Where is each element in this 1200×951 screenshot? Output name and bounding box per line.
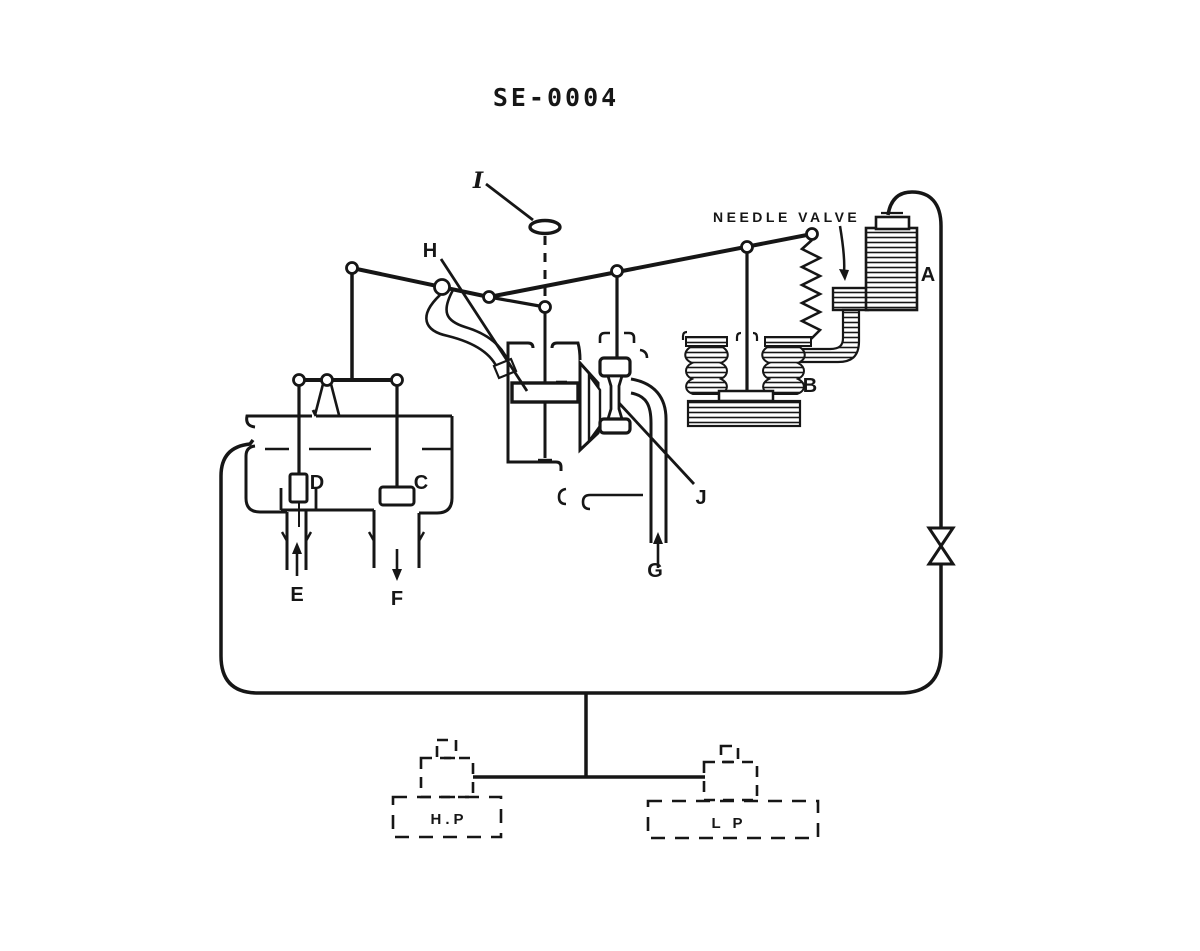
bellows-left (684, 345, 729, 395)
bellows-right (761, 345, 806, 395)
pilot-valve-body (506, 311, 668, 568)
restrictor-a (864, 211, 919, 312)
valve-chest (244, 378, 454, 581)
valve-c-disk (378, 485, 416, 507)
knob-icon (528, 218, 562, 236)
spool-valve (598, 356, 632, 435)
label-i: I (472, 168, 484, 194)
label-c: C (414, 472, 428, 494)
bellows-base (686, 399, 802, 428)
lever-linkage (350, 232, 813, 391)
lever-left (351, 266, 490, 299)
label-i-leader (485, 182, 534, 222)
flow-arrow-f (392, 549, 402, 581)
bellows-unit (681, 330, 812, 428)
lever-link (488, 295, 546, 309)
label-j: J (695, 487, 706, 509)
needle-valve-block (831, 286, 870, 312)
supply-distribution: H.P L P (391, 694, 820, 840)
hp-label: H.P (430, 811, 467, 828)
outlet-pipe-g (630, 377, 668, 568)
label-d: D (310, 472, 324, 494)
label-b: B (803, 375, 817, 397)
label-a: A (921, 264, 935, 286)
speed-setting-knob (485, 182, 562, 300)
valve-d-plug (288, 472, 309, 504)
flow-arrow-g (653, 532, 663, 544)
callout-letters: I H NEEDLE VALVE A B C D E F G J (290, 168, 935, 610)
pivot-pins (292, 227, 819, 387)
lp-label: L P (711, 815, 746, 832)
lp-turbine-outline: L P (646, 744, 820, 840)
bellows-right-flange (764, 336, 812, 347)
lever-main (488, 232, 813, 299)
governor-spring (799, 239, 823, 342)
drawing-number: SE-0004 (493, 83, 619, 112)
flapper-plate (510, 381, 580, 404)
label-j-leader (617, 402, 696, 485)
bellows-plate (717, 389, 775, 403)
label-needle-valve: NEEDLE VALVE (713, 209, 860, 225)
bellows-left-flange (685, 336, 728, 347)
needle-valve-arrow (838, 225, 846, 273)
main-circuit-pipe (219, 190, 943, 695)
label-f: F (391, 588, 403, 610)
shutoff-valve-symbol (926, 526, 956, 566)
fulcrum-wedge (313, 383, 341, 416)
flow-arrow-e (292, 542, 302, 576)
label-h-leader (439, 258, 529, 392)
label-g: G (647, 560, 663, 582)
label-e: E (290, 584, 303, 606)
label-h: H (423, 240, 437, 262)
hp-turbine-outline: H.P (391, 738, 503, 839)
leader-lines (439, 258, 696, 485)
